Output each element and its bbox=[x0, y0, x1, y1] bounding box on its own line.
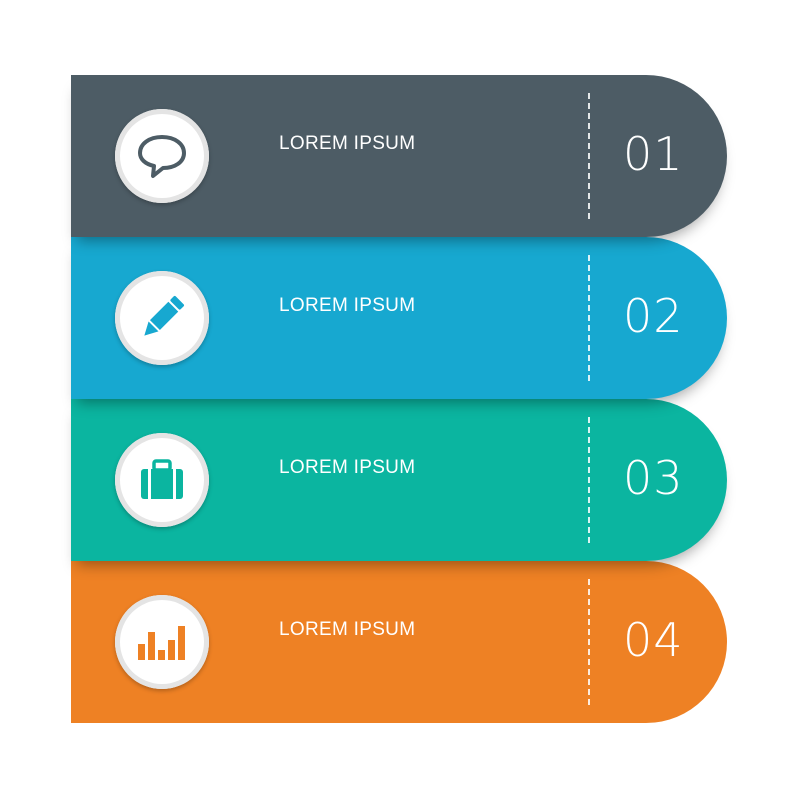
dashed-divider-3 bbox=[588, 417, 590, 543]
step-title-2: LOREM IPSUM bbox=[279, 295, 416, 316]
step-title-3: LOREM IPSUM bbox=[279, 457, 416, 478]
icon-circle-3 bbox=[115, 433, 209, 527]
step-band-4: LOREM IPSUM 04 bbox=[71, 561, 727, 723]
step-band-2: LOREM IPSUM 02 bbox=[71, 237, 727, 399]
pencil-icon bbox=[144, 295, 185, 336]
icon-circle-4 bbox=[115, 595, 209, 689]
bar-chart-icon bbox=[138, 626, 185, 660]
icon-circle-1 bbox=[115, 109, 209, 203]
step-number-2: 02 bbox=[623, 289, 684, 343]
step-band-1: LOREM IPSUM 01 bbox=[71, 75, 727, 237]
step-number-3: 03 bbox=[623, 451, 684, 505]
step-band-3: LOREM IPSUM 03 bbox=[71, 399, 727, 561]
speech-bubble-icon bbox=[138, 135, 186, 178]
step-title-1: LOREM IPSUM bbox=[279, 133, 416, 154]
step-title-4: LOREM IPSUM bbox=[279, 619, 416, 640]
icon-circle-2 bbox=[115, 271, 209, 365]
step-number-4: 04 bbox=[623, 613, 684, 667]
dashed-divider-4 bbox=[588, 579, 590, 705]
dashed-divider-1 bbox=[588, 93, 590, 219]
briefcase-icon bbox=[141, 459, 183, 499]
dashed-divider-2 bbox=[588, 255, 590, 381]
step-number-1: 01 bbox=[623, 127, 684, 181]
